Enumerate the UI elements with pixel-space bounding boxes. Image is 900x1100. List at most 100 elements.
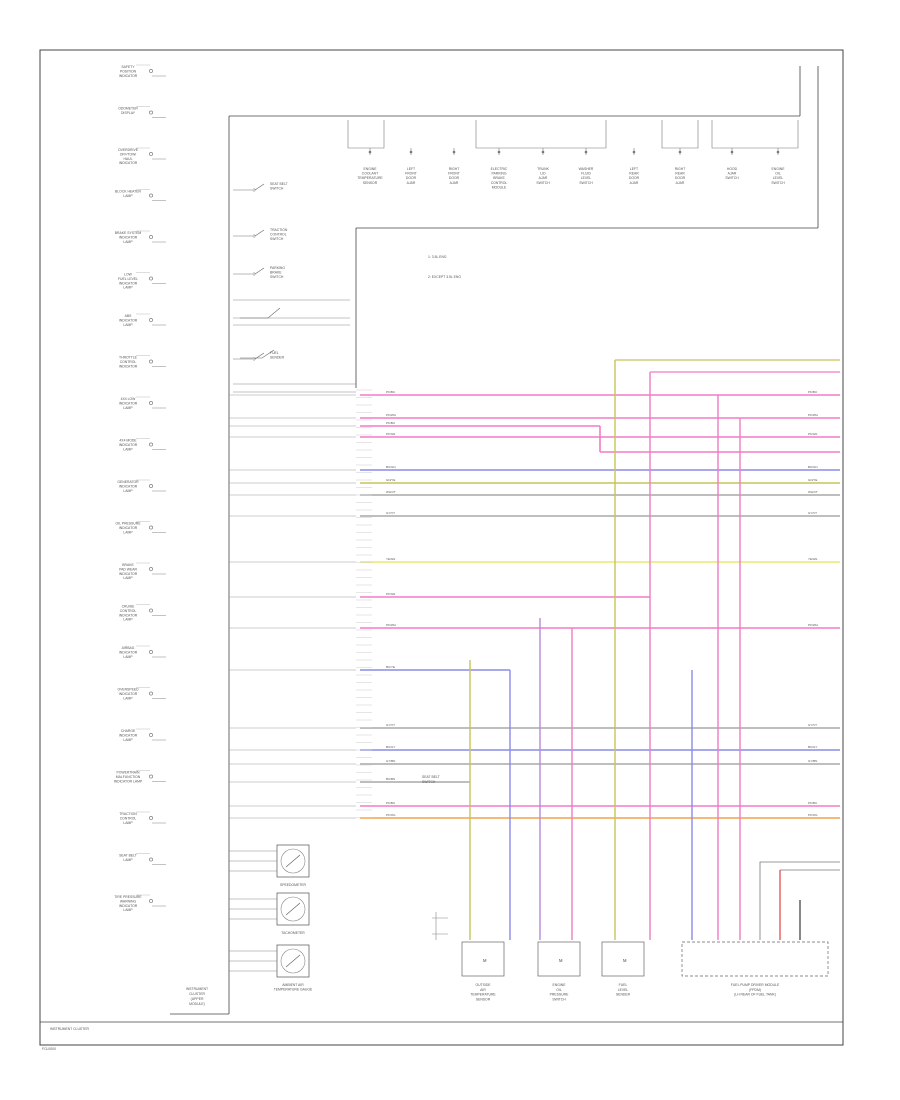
gauge-label: AMBIENT AIR	[282, 983, 304, 987]
switch-contact-icon	[252, 272, 256, 276]
lamp-label: BRAKE SYSTEM	[115, 231, 142, 235]
lamp-label: LAMP	[123, 530, 133, 534]
lamp-icon	[149, 69, 153, 73]
switch-blade-icon	[254, 229, 265, 237]
switch-label: TRACTION	[270, 228, 288, 232]
wire-color-label: BU/BN	[386, 777, 395, 781]
lamp-icon	[149, 152, 153, 156]
module-label: DOOR	[449, 176, 460, 180]
lamp-label: LAMP	[123, 286, 133, 290]
lamp-icon	[149, 193, 153, 198]
lamp-label: POSITION	[120, 69, 137, 73]
component-body: M	[559, 958, 563, 963]
module-label: WASHER	[579, 167, 594, 171]
module-label: TEMPERATURE	[357, 176, 383, 180]
wire-color-label: PK/BU	[808, 801, 817, 805]
lamp-icon	[149, 525, 153, 530]
lamp-icon	[149, 276, 153, 281]
lamp-label: INDICATOR	[119, 692, 138, 696]
switch-contact-icon	[252, 234, 256, 238]
lamp-label: LAMP	[123, 447, 133, 451]
lamp-label: SAFETY	[121, 65, 135, 69]
lamp-label: LAMP	[123, 323, 133, 327]
module-label: AJAR	[728, 172, 737, 176]
note-1: 1: 3.5L ENG	[428, 255, 447, 259]
module-label: COOLANT	[362, 172, 378, 176]
lamp-label: OVERSPEED	[117, 688, 139, 692]
lamp-icon	[149, 733, 153, 737]
switch-label: CONTROL	[270, 233, 287, 237]
module-label: REAR	[675, 172, 685, 176]
gauge-label: SPEEDOMETER	[280, 883, 307, 887]
module-label: SWITCH	[771, 181, 785, 185]
wire-color-label: GN/YE	[808, 478, 817, 482]
module-label: FRONT	[405, 172, 417, 176]
wire-color-label: WH/VT	[386, 490, 396, 494]
lamp-label: LAMP	[123, 618, 133, 622]
cluster-name-line: INSTRUMENT	[186, 987, 208, 991]
lamp-label: 4X4 LOW	[121, 397, 136, 401]
connector-pin-icon	[541, 150, 545, 154]
lamp-label: LAMP	[123, 194, 133, 198]
gauge-needle-icon	[285, 854, 301, 868]
lamp-label: PAD WEAR	[119, 567, 137, 571]
lamp-label: INDICATOR	[119, 904, 138, 908]
switch-blade-icon	[240, 307, 281, 359]
lamp-icon	[149, 235, 153, 239]
page-code: FCL0000	[42, 1047, 56, 1051]
lamp-label: MALFUNCTION	[116, 775, 141, 779]
switch-label: SWITCH	[270, 187, 284, 191]
lamp-label: INDICATOR	[119, 484, 138, 488]
wire-color-label: PK/WH	[808, 413, 818, 417]
lamp-label: TRACTION	[119, 812, 137, 816]
switch-blade-icon	[254, 267, 265, 275]
lamp-label: INDICATOR	[119, 443, 138, 447]
lamp-label: LAMP	[123, 696, 133, 700]
gauge-dial-icon	[280, 896, 306, 922]
component-label: SENDER	[616, 993, 631, 997]
module-label: PARKING	[491, 172, 506, 176]
connector-pin-icon	[584, 150, 588, 154]
component-label: OUTSIDE	[475, 983, 491, 987]
component-label: LEVEL	[618, 988, 629, 992]
wire-color-label: GY/BN	[386, 759, 395, 763]
wire-run: BU/BN	[229, 777, 470, 783]
wire-color-label: YE/GN	[808, 557, 817, 561]
lamp-icon	[149, 608, 153, 613]
lamp-label: BRAKE	[122, 563, 134, 567]
lamp-label: THROTTLE	[119, 356, 138, 360]
module-label: CONTROL	[491, 181, 508, 185]
wire-note-line-2: SWITCH	[422, 780, 436, 784]
switch-label: FUEL	[270, 351, 279, 355]
lamp-label: ODOMETER	[118, 107, 138, 111]
wire-color-label: BU/YE	[386, 665, 395, 669]
lamp-icon	[149, 774, 153, 779]
lamp-label: INDICATOR LAMP	[114, 779, 143, 783]
wire-color-label: BU/GN	[808, 465, 818, 469]
wire-color-label: PK/OG	[386, 813, 396, 817]
connector-pin-icon	[409, 150, 413, 154]
lamp-label: LAMP	[123, 240, 133, 244]
switch-label: PARKING	[270, 266, 285, 270]
lamp-icon	[149, 899, 153, 903]
lamp-icon	[149, 816, 153, 820]
wire-color-label: PK/OG	[808, 813, 818, 817]
lamp-label: POWERTRAIN	[117, 771, 140, 775]
